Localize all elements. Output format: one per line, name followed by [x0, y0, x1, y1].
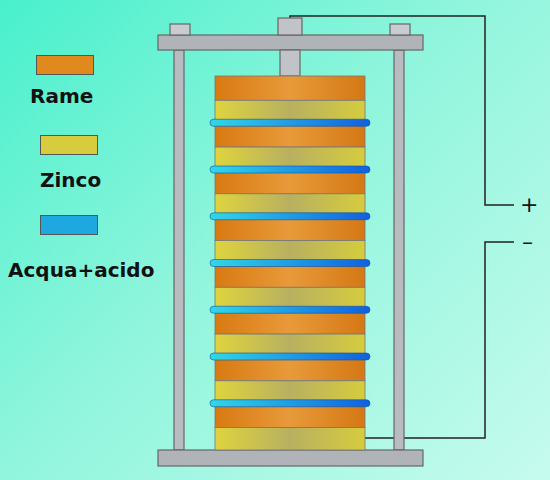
- press-frame: [158, 18, 423, 466]
- disc-stack: [210, 76, 370, 450]
- legend-swatch: [40, 215, 98, 235]
- acid-pad: [210, 166, 370, 173]
- legend-label: Zinco: [40, 168, 101, 192]
- legend-label: Rame: [30, 84, 93, 108]
- copper-disc: [215, 76, 365, 100]
- legend-label: Acqua+acido: [8, 258, 154, 282]
- zinc-disc: [215, 428, 365, 450]
- terminal-sign: +: [520, 194, 538, 216]
- acid-pad: [210, 213, 370, 220]
- acid-pad: [210, 119, 370, 126]
- legend-swatch: [36, 55, 94, 75]
- acid-pad: [210, 353, 370, 360]
- acid-pad: [210, 306, 370, 313]
- acid-pad: [210, 400, 370, 407]
- legend-swatch: [40, 135, 98, 155]
- acid-pad: [210, 260, 370, 267]
- terminal-sign: –: [522, 231, 533, 253]
